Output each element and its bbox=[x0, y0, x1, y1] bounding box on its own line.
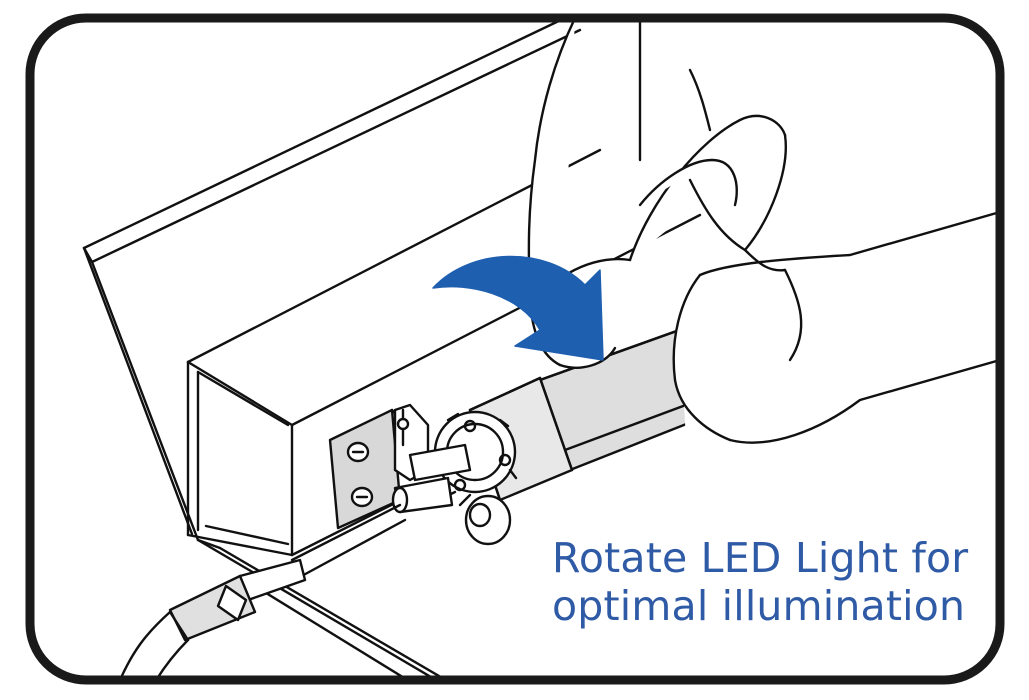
connector-shaft bbox=[391, 476, 454, 514]
bracket-clip bbox=[393, 403, 472, 482]
panel-frame bbox=[25, 13, 1005, 685]
cabinet-panel bbox=[82, 18, 582, 680]
rotation-arrow-icon bbox=[432, 255, 604, 361]
hand-icon bbox=[527, 18, 1000, 680]
instruction-caption: Rotate LED Light for optimal illuminatio… bbox=[552, 534, 992, 630]
lock-knob bbox=[458, 493, 512, 546]
caption-line-2: optimal illumination bbox=[552, 582, 966, 630]
caption-line-1: Rotate LED Light for bbox=[552, 534, 969, 582]
power-cable bbox=[110, 503, 407, 680]
